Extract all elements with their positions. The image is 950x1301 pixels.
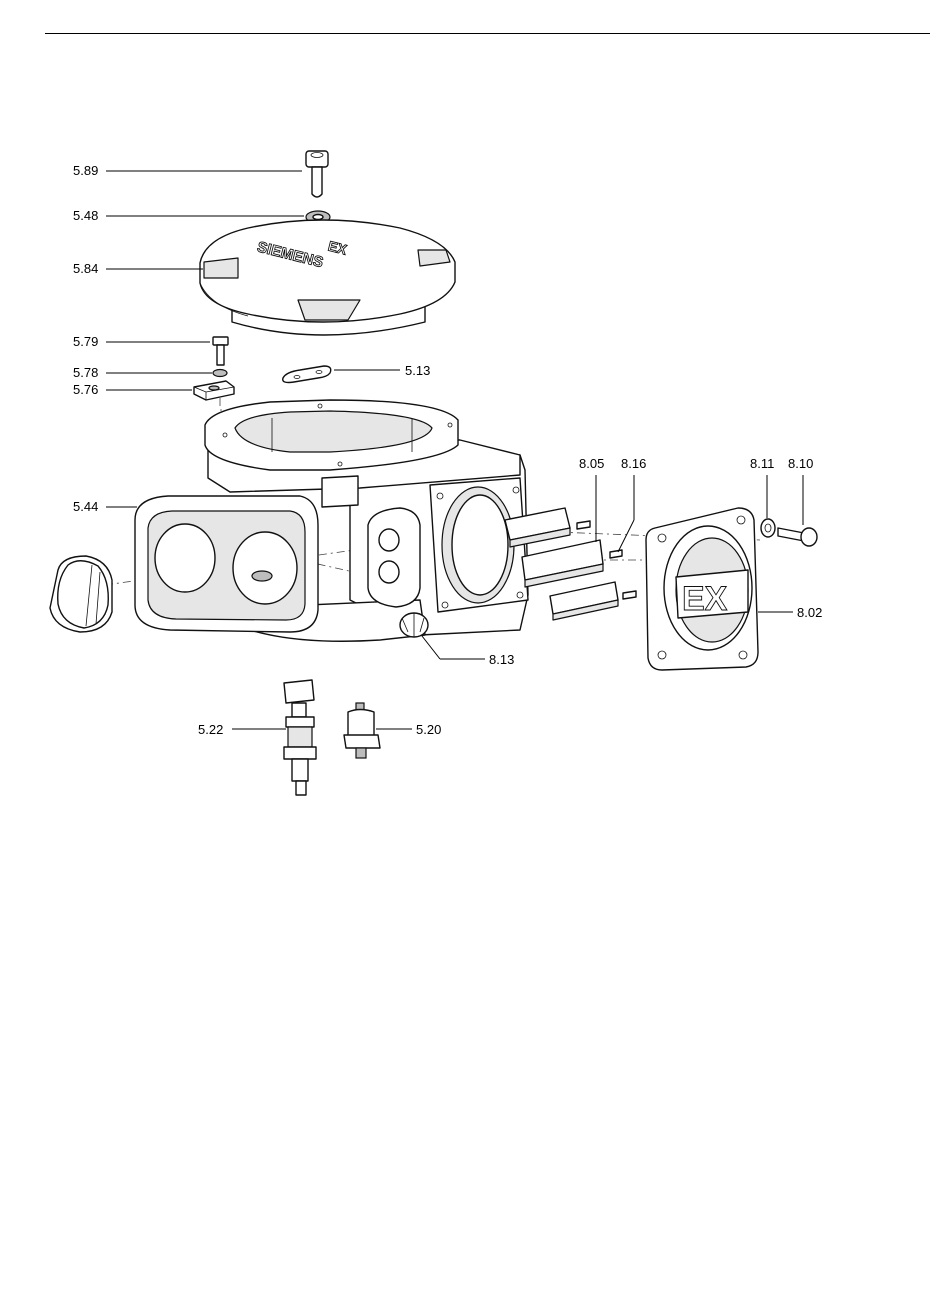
part-5-78-washer	[213, 370, 227, 377]
part-5-89-cap-screw	[306, 151, 328, 197]
callout-8-10: 8.10	[788, 456, 813, 471]
callout-5-79: 5.79	[73, 334, 98, 349]
callout-5-89: 5.89	[73, 163, 98, 178]
callout-8-13: 8.13	[489, 652, 514, 667]
part-screw-plug	[50, 556, 112, 632]
callout-5-84: 5.84	[73, 261, 98, 276]
callout-5-48: 5.48	[73, 208, 98, 223]
part-5-13-gasket	[283, 366, 331, 383]
callout-8-11: 8.11	[750, 456, 774, 471]
callout-5-20: 5.20	[416, 722, 441, 737]
callout-5-22: 5.22	[198, 722, 223, 737]
plate-ex-text: EX	[682, 580, 728, 618]
callout-8-05: 8.05	[579, 456, 604, 471]
callout-5-78: 5.78	[73, 365, 98, 380]
part-5-76-clamp-block	[194, 381, 234, 400]
part-5-84-cover: SIEMENS EX	[200, 220, 455, 335]
callout-8-02: 8.02	[797, 605, 822, 620]
part-8-10-screw	[778, 528, 817, 546]
callout-5-76: 5.76	[73, 382, 98, 397]
part-5-20-fitting	[344, 703, 380, 758]
part-5-22-fitting	[284, 680, 316, 795]
part-5-79-hex-bolt	[213, 337, 228, 365]
part-8-11-washer	[761, 519, 775, 537]
callout-5-13: 5.13	[405, 363, 430, 378]
part-8-02-cover-plate: EX	[646, 508, 758, 670]
part-5-44-housing	[135, 400, 528, 641]
callout-5-44: 5.44	[73, 499, 98, 514]
callout-8-16: 8.16	[621, 456, 646, 471]
